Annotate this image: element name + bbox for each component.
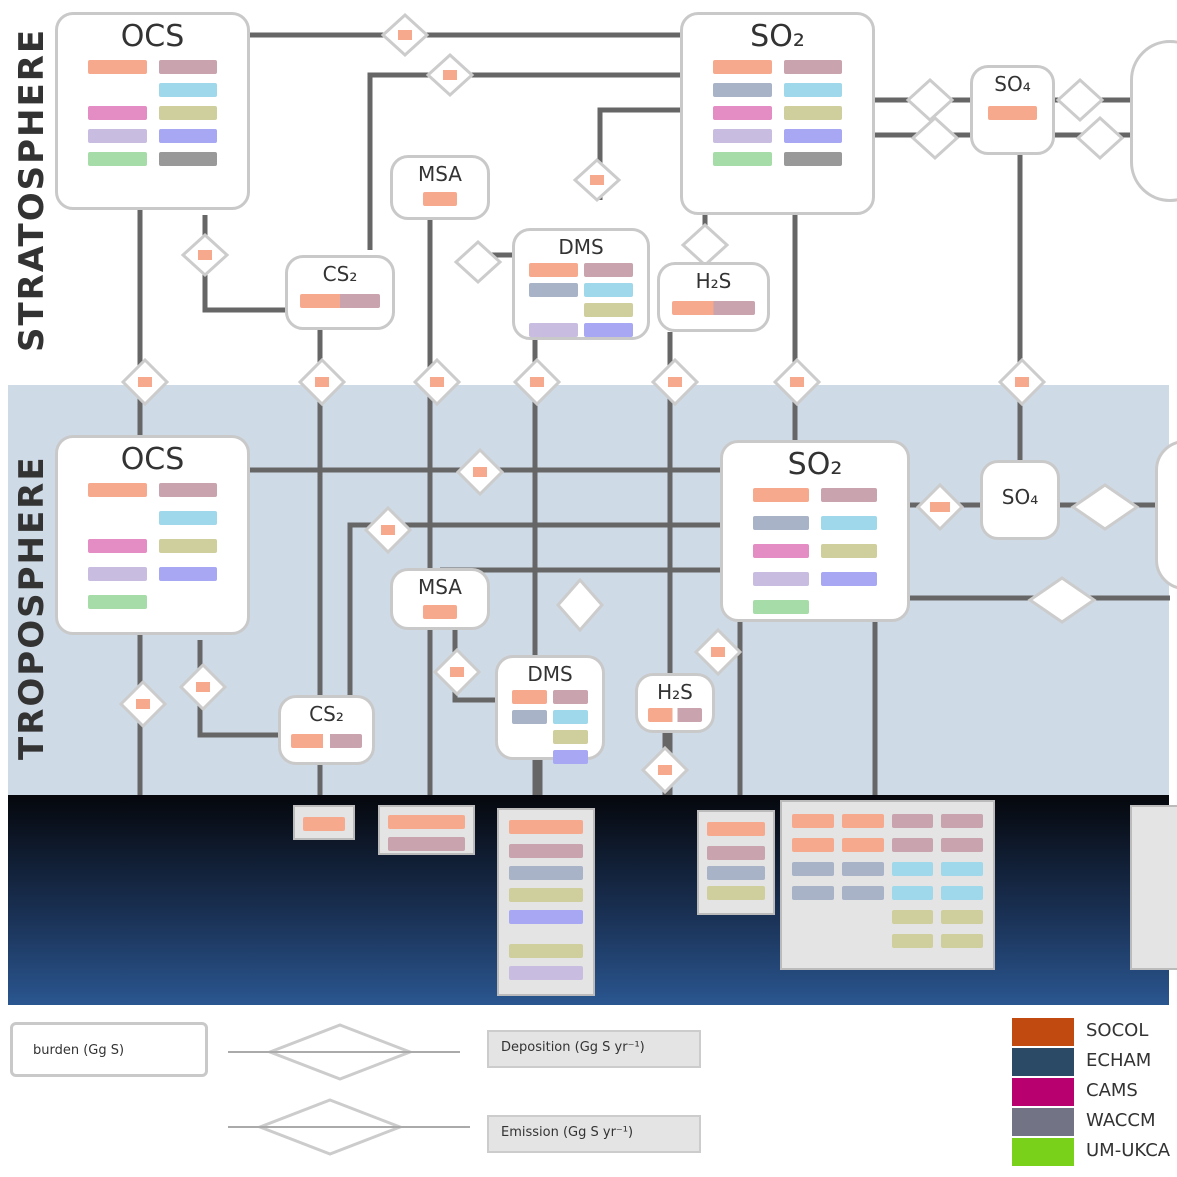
- strat-cs2-box: CS₂: [285, 255, 395, 330]
- strat-msa-box: MSA: [390, 155, 490, 220]
- species-label: SO₄: [994, 72, 1031, 96]
- legend-deposition-label: Deposition (Gg S yr⁻¹): [501, 1040, 645, 1055]
- trop-so4-box: SO₄: [980, 460, 1060, 540]
- species-label: CS₂: [309, 702, 344, 726]
- strat-ocs-box: OCS: [55, 12, 250, 210]
- surface-dms-flux: [497, 808, 595, 996]
- legend-emission-box: Emission (Gg S yr⁻¹): [487, 1115, 701, 1153]
- strat-so2-box: SO₂: [680, 12, 875, 215]
- legend-label-waccm: WACCM: [1086, 1110, 1156, 1131]
- species-label: SO₂: [787, 447, 843, 482]
- trop-ocs-box: OCS: [55, 435, 250, 635]
- trop-msa-box: MSA: [390, 568, 490, 630]
- stratosphere-label: STRATOSPHERE: [12, 27, 52, 352]
- strat-h2s-box: H₂S: [657, 262, 770, 332]
- species-label: OCS: [120, 442, 185, 477]
- surface-cs2-flux: [293, 805, 355, 840]
- legend-emission-label: Emission (Gg S yr⁻¹): [501, 1125, 634, 1140]
- species-label: SO₂: [750, 19, 805, 54]
- trop-dms-box: DMS: [495, 655, 605, 764]
- legend-label-cams: CAMS: [1086, 1080, 1138, 1101]
- species-label: OCS: [120, 19, 185, 54]
- species-label: DMS: [558, 235, 604, 259]
- strat-dms-box: DMS: [512, 228, 650, 340]
- surface-h2s-flux: [697, 810, 775, 915]
- surface-partial-flux: [1130, 805, 1177, 970]
- troposphere-label: TROPOSPHERE: [12, 455, 52, 760]
- strat-partial-box: [1130, 40, 1177, 202]
- trop-cs2-box: CS₂: [278, 695, 375, 765]
- strat-so4-box: SO₄: [970, 65, 1055, 155]
- legend-burden-label: burden (Gg S): [33, 1043, 125, 1058]
- legend-swatch-cams: [1012, 1078, 1074, 1106]
- trop-so2-box: SO₂: [720, 440, 910, 622]
- legend-swatch-socol: [1012, 1018, 1074, 1046]
- species-label: DMS: [527, 662, 573, 686]
- trop-h2s-box: H₂S: [635, 673, 715, 733]
- species-label: MSA: [417, 162, 462, 186]
- trop-partial-box: [1155, 440, 1177, 590]
- legend-label-socol: SOCOL: [1086, 1020, 1149, 1041]
- surface-msa-flux: [378, 805, 475, 855]
- legend-label-echam: ECHAM: [1086, 1050, 1152, 1071]
- species-label: SO₄: [1001, 485, 1039, 509]
- legend-label-um-ukca: UM-UKCA: [1086, 1140, 1171, 1161]
- legend-deposition-box: Deposition (Gg S yr⁻¹): [487, 1030, 701, 1068]
- legend-swatch-um-ukca: [1012, 1138, 1074, 1166]
- species-label: H₂S: [695, 269, 732, 293]
- legend-swatch-waccm: [1012, 1108, 1074, 1136]
- species-label: CS₂: [322, 262, 358, 286]
- species-label: H₂S: [657, 680, 693, 704]
- legend-burden-box: burden (Gg S): [10, 1022, 208, 1077]
- surface-so2-flux: [780, 800, 995, 970]
- legend-swatch-echam: [1012, 1048, 1074, 1076]
- species-label: MSA: [417, 575, 462, 599]
